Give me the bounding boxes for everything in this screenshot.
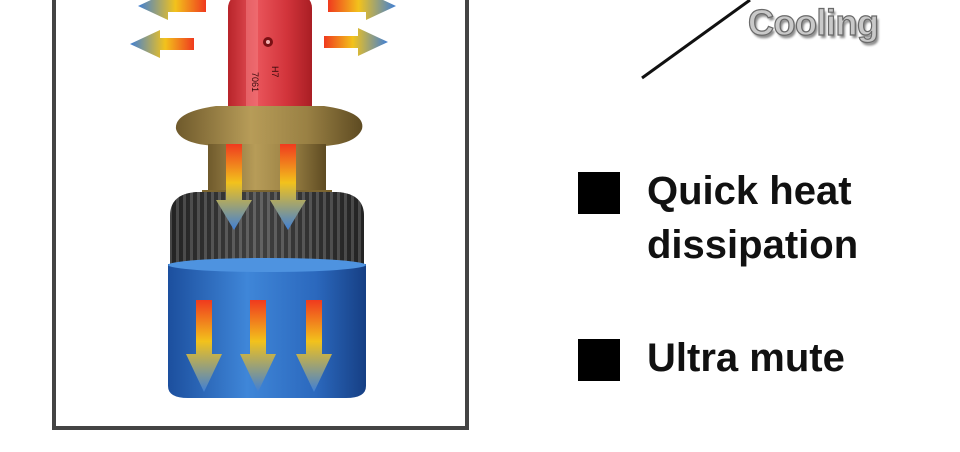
bulb-marking: 7061 — [250, 72, 260, 92]
pointer-line — [641, 0, 751, 80]
bulb-base — [175, 106, 363, 200]
heatsink-fins — [170, 192, 364, 266]
feature-ultra-mute: Ultra mute — [578, 336, 845, 385]
led-bulb-illustration: 7061 H7 — [130, 0, 396, 398]
feature-text: Quick heat dissipation — [647, 164, 858, 272]
bulb-tube: 7061 H7 — [228, 0, 312, 124]
feature-line-1: Ultra mute — [647, 336, 845, 380]
bulb-marking-type: H7 — [270, 66, 280, 78]
product-image-frame: 7061 H7 — [52, 0, 469, 430]
square-bullet-icon — [578, 172, 620, 214]
cooling-label: Cooling — [747, 1, 879, 43]
feature-text: Ultra mute — [647, 331, 845, 385]
feature-line-2: dissipation — [647, 223, 859, 267]
down-heat-arrows-lower — [186, 300, 332, 392]
side-heat-arrows — [130, 0, 396, 58]
down-heat-arrows-upper — [216, 144, 306, 230]
feature-quick-heat-dissipation: Quick heat dissipation — [578, 169, 858, 272]
feature-line-1: Quick heat — [647, 169, 852, 213]
square-bullet-icon — [578, 339, 620, 381]
